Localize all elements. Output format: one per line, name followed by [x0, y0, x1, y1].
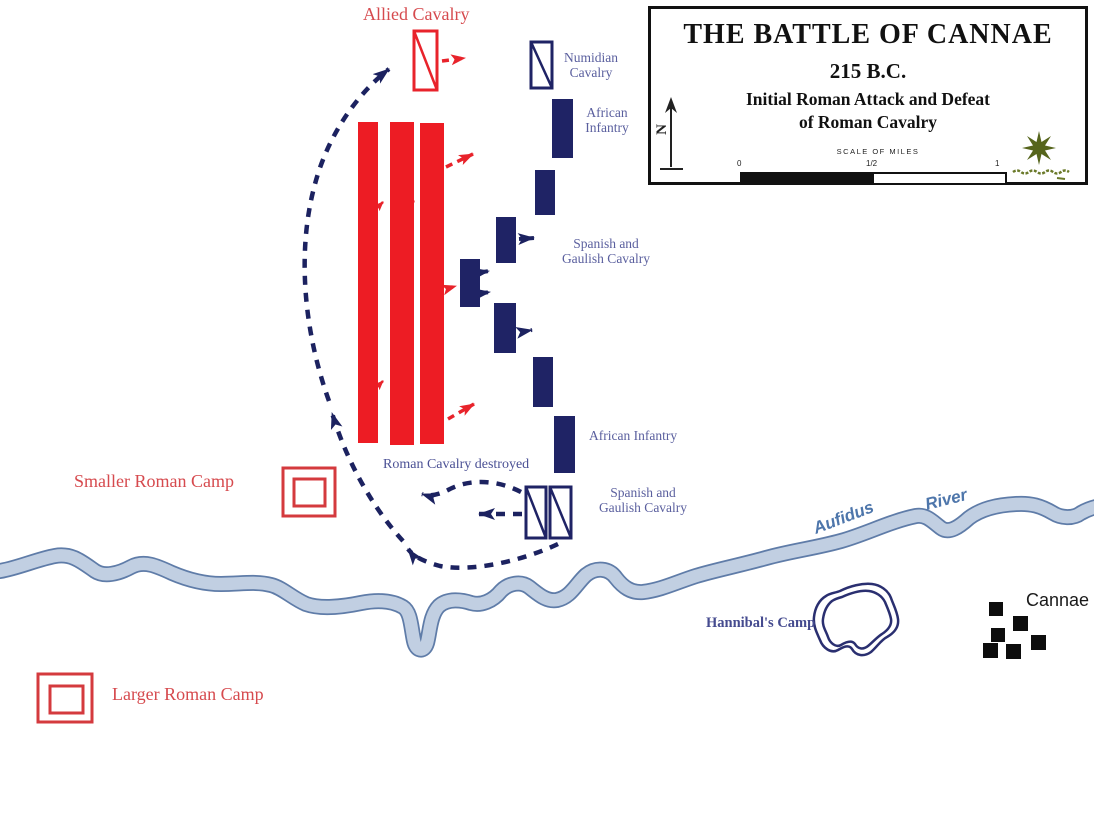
- hannibals-camp-outline: [812, 582, 900, 657]
- numidian-cavalry-label: Numidian Cavalry: [548, 50, 634, 80]
- river-water: [0, 497, 1094, 656]
- spanish-gaulish-lower-line1: Spanish and: [610, 485, 676, 500]
- infantry-unit: [496, 217, 516, 263]
- spanish-gaulish-lower-label: Spanish and Gaulish Cavalry: [586, 485, 700, 515]
- larger-roman-camp-label: Larger Roman Camp: [112, 684, 264, 704]
- infantry-unit: [460, 259, 480, 307]
- roman-infantry-line: [358, 122, 378, 443]
- spanish-gaulish-upper-line1: Spanish and: [573, 236, 639, 251]
- infantry-unit: [533, 357, 553, 407]
- carthaginian-infantry-units: [460, 99, 575, 473]
- north-arrow-icon: [660, 97, 683, 170]
- village-square: [989, 602, 1003, 616]
- smaller-roman-camp-label: Smaller Roman Camp: [74, 471, 234, 491]
- scale-bar: [740, 172, 1007, 185]
- spanish-gaulish-upper-label: Spanish and Gaulish Cavalry: [549, 236, 663, 266]
- larger-roman-camp-symbol: [36, 672, 94, 724]
- numidian-cavalry-label-line2: Cavalry: [569, 65, 613, 80]
- infantry-unit: [494, 303, 516, 353]
- roman-cavalry-destroyed-label: Roman Cavalry destroyed: [383, 457, 530, 472]
- african-infantry-upper-line1: African: [586, 105, 628, 120]
- african-infantry-unit: [552, 99, 573, 158]
- north-label: N: [653, 124, 670, 135]
- scale-bar-filled-half: [742, 174, 874, 183]
- allied-cavalry-arrow: [441, 54, 466, 66]
- carthaginian-unit-arrows: [472, 233, 535, 339]
- infantry-unit: [535, 170, 555, 215]
- infantry-arrow-middle: [441, 284, 457, 296]
- unit-arrow: [472, 267, 490, 280]
- village-square: [991, 628, 1005, 642]
- route-left-arc-upper-arrow: [302, 67, 391, 402]
- african-infantry-lower-label: African Infantry: [589, 428, 678, 443]
- numidian-cavalry-unit: [529, 40, 554, 90]
- cavalry-melee-arrow-curved: [421, 479, 523, 505]
- scale-of-miles-label: SCALE OF MILES: [836, 147, 920, 156]
- infantry-arrow-bottom: [447, 402, 475, 421]
- roman-infantry-line: [390, 122, 414, 445]
- african-infantry-upper-label: African Infantry: [565, 105, 649, 135]
- route-bottom-sweep-arrow: [406, 541, 559, 570]
- village-square: [1013, 616, 1028, 631]
- aufidus-river: [0, 495, 1094, 658]
- village-square: [983, 643, 998, 658]
- cannae-label: Cannae: [1026, 590, 1090, 610]
- cartographer-logo-icon: [1012, 131, 1070, 180]
- african-infantry-upper-line2: Infantry: [585, 120, 629, 135]
- allied-cavalry-unit: [412, 29, 439, 92]
- unit-arrow: [515, 326, 533, 339]
- smaller-roman-camp-symbol: [281, 466, 337, 518]
- roman-infantry-lines: [358, 122, 444, 445]
- cavalry-flank-route: [302, 67, 559, 570]
- route-left-arc-lower-arrow: [329, 412, 405, 543]
- village-square: [1031, 635, 1046, 650]
- map-date: 215 B.C.: [829, 59, 907, 83]
- unit-arrow: [517, 233, 535, 246]
- african-infantry-unit: [554, 416, 575, 473]
- spanish-gaulish-cavalry-units: [524, 485, 573, 540]
- scale-tick-1: 1: [995, 159, 1000, 168]
- infantry-arrow-top: [445, 152, 474, 169]
- scale-tick-half: 1/2: [866, 159, 878, 168]
- numidian-cavalry-label-line1: Numidian: [564, 50, 618, 65]
- roman-infantry-line: [420, 123, 444, 444]
- title-box: THE BATTLE OF CANNAE 215 B.C. Initial Ro…: [648, 6, 1088, 185]
- scale-tick-0: 0: [737, 159, 742, 168]
- hannibals-camp-label: Hannibal's Camp: [706, 615, 816, 631]
- map-title: THE BATTLE OF CANNAE: [683, 19, 1053, 50]
- spanish-gaulish-lower-line2: Gaulish Cavalry: [598, 500, 688, 515]
- map-subtitle-line2: of Roman Cavalry: [798, 112, 938, 132]
- map-subtitle-line1: Initial Roman Attack and Defeat: [745, 89, 991, 109]
- village-square: [1006, 644, 1021, 659]
- spanish-gaulish-upper-line2: Gaulish Cavalry: [561, 251, 651, 266]
- unit-arrow: [473, 288, 491, 301]
- allied-cavalry-label: Allied Cavalry: [363, 4, 470, 24]
- cannae-village-squares: [983, 602, 1046, 659]
